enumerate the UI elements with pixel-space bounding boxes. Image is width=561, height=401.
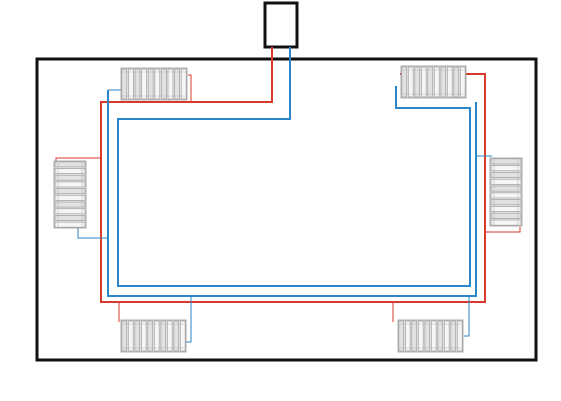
radiator-section xyxy=(490,199,522,206)
radiator-section xyxy=(417,320,424,352)
supply-connector-top-left xyxy=(188,74,192,102)
radiator-section xyxy=(490,219,522,226)
radiator-section xyxy=(414,66,421,98)
return-pipe-outer xyxy=(107,90,477,297)
return-connector-left xyxy=(77,228,108,239)
radiator-section xyxy=(450,320,457,352)
radiator-bottom-right xyxy=(397,319,464,353)
radiator-section xyxy=(440,66,447,98)
radiator-section xyxy=(420,66,427,98)
radiator-section xyxy=(160,320,167,352)
radiator-section xyxy=(54,188,86,195)
radiator-section xyxy=(167,68,174,100)
radiator-top-right xyxy=(400,65,467,99)
radiator-section xyxy=(54,201,86,208)
radiator-section xyxy=(490,212,522,219)
boiler xyxy=(263,1,299,49)
radiator-section xyxy=(490,158,522,165)
radiator-section xyxy=(54,221,86,228)
supply-pipe-main xyxy=(100,47,486,303)
radiator-section xyxy=(398,320,405,352)
radiator-section xyxy=(127,68,134,100)
return-connector-bottom-left xyxy=(186,296,192,343)
radiator-section xyxy=(134,68,141,100)
radiator-section xyxy=(456,320,463,352)
return-pipe-main xyxy=(117,47,471,287)
radiator-section xyxy=(140,320,147,352)
radiator-section xyxy=(427,66,434,98)
return-connector-bottom-right xyxy=(464,296,470,337)
radiator-section xyxy=(134,320,141,352)
radiator-section xyxy=(443,320,450,352)
radiator-section xyxy=(490,171,522,178)
radiator-section xyxy=(147,320,154,352)
radiator-bottom-left xyxy=(120,319,187,353)
radiator-section xyxy=(490,185,522,192)
radiator-section xyxy=(404,320,411,352)
return-pipe xyxy=(77,47,492,343)
radiator-section xyxy=(437,320,444,352)
radiator-section xyxy=(430,320,437,352)
radiator-section xyxy=(54,194,86,201)
radiator-section xyxy=(180,68,187,100)
radiator-section xyxy=(490,165,522,172)
radiator-section xyxy=(490,192,522,199)
radiator-section xyxy=(141,68,148,100)
radiator-section xyxy=(153,320,160,352)
radiator-section xyxy=(411,320,418,352)
radiator-section xyxy=(54,214,86,221)
radiator-section xyxy=(173,320,180,352)
radiator-section xyxy=(160,68,167,100)
radiator-top-left xyxy=(120,67,188,101)
radiator-section xyxy=(166,320,173,352)
radiator-section xyxy=(459,66,466,98)
radiator-section xyxy=(54,208,86,215)
radiator-section xyxy=(453,66,460,98)
radiator-section xyxy=(121,68,128,100)
radiator-section xyxy=(54,181,86,188)
radiator-section xyxy=(446,66,453,98)
radiator-right xyxy=(489,157,523,227)
radiator-section xyxy=(147,68,154,100)
radiator-section xyxy=(127,320,134,352)
radiator-section xyxy=(401,66,408,98)
radiator-section xyxy=(121,320,128,352)
room-outline xyxy=(35,57,538,362)
radiator-section xyxy=(54,161,86,168)
radiator-section xyxy=(54,174,86,181)
radiator-section xyxy=(179,320,186,352)
radiator-section xyxy=(490,205,522,212)
radiator-section xyxy=(433,66,440,98)
supply-connector-right xyxy=(485,227,521,233)
radiator-section xyxy=(424,320,431,352)
radiator-section xyxy=(490,178,522,185)
radiator-left xyxy=(53,160,87,229)
radiator-section xyxy=(54,168,86,174)
radiator-section xyxy=(407,66,414,98)
radiator-section xyxy=(154,68,161,100)
radiator-section xyxy=(174,68,181,100)
